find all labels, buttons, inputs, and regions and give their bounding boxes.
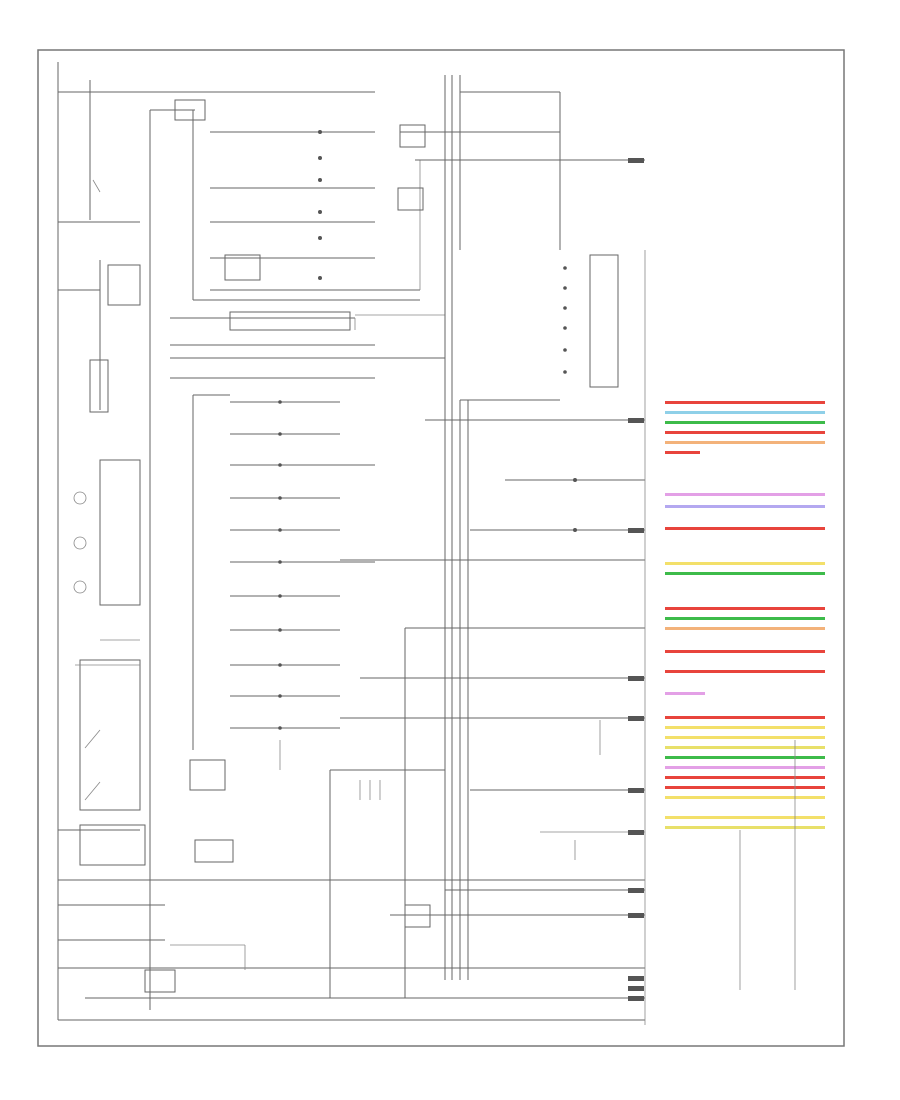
vertical-bus — [404, 75, 561, 998]
legend-row-27 — [665, 826, 825, 829]
control-module-box — [589, 254, 619, 388]
legend-row-1 — [665, 411, 825, 414]
legend-row-5 — [665, 451, 700, 454]
warning-lamp-block — [224, 254, 261, 281]
legend-row-6 — [665, 493, 825, 496]
cruise-block — [79, 824, 146, 866]
relay-box-2 — [397, 187, 424, 211]
legend-row-23 — [665, 776, 825, 779]
left-connector-block-2 — [89, 359, 109, 413]
left-components — [73, 179, 146, 866]
left-power-rail — [57, 62, 645, 1021]
gauge-module-block — [99, 459, 141, 606]
combination-meter-box-top — [174, 99, 206, 121]
bottom-ground-box — [144, 969, 176, 993]
terminal-stubs — [628, 158, 644, 1001]
bottom-relay-box — [404, 904, 431, 928]
tail-relay-box — [189, 759, 226, 791]
legend-row-15 — [665, 670, 825, 673]
sender-symbol-3 — [73, 580, 87, 594]
legend-row-4 — [665, 441, 825, 444]
legend-row-8 — [665, 527, 825, 530]
relay-box-1 — [399, 124, 426, 148]
legend-row-9 — [665, 562, 825, 565]
legend-row-13 — [665, 627, 825, 630]
indicator-lamps-top — [210, 124, 645, 291]
legend-row-3 — [665, 431, 825, 434]
legend-row-18 — [665, 726, 825, 729]
control-module — [563, 254, 619, 860]
sender-symbol-2 — [73, 536, 87, 550]
legend-row-10 — [665, 572, 825, 575]
legend-row-0 — [665, 401, 825, 404]
legend-row-21 — [665, 756, 825, 759]
cluster-module-rect — [229, 311, 351, 331]
legend-row-2 — [665, 421, 825, 424]
meter-trunk — [149, 99, 420, 1010]
legend-row-26 — [665, 816, 825, 819]
middle-wiring — [144, 311, 645, 998]
legend-row-25 — [665, 796, 825, 799]
legend-row-19 — [665, 736, 825, 739]
legend-row-12 — [665, 617, 825, 620]
legend-row-7 — [665, 505, 825, 508]
fuel-level-block — [79, 659, 141, 811]
dimmer-box — [194, 839, 234, 863]
left-connector-block-1 — [107, 264, 141, 306]
legend-row-11 — [665, 607, 825, 610]
legend-row-20 — [665, 746, 825, 749]
legend-row-17 — [665, 716, 825, 719]
legend-row-14 — [665, 650, 825, 653]
sender-symbol-1 — [73, 491, 87, 505]
connector-legend — [644, 250, 825, 1025]
legend-row-24 — [665, 786, 825, 789]
legend-row-22 — [665, 766, 825, 769]
legend-row-16 — [665, 692, 705, 695]
diagram-frame — [37, 49, 845, 1047]
